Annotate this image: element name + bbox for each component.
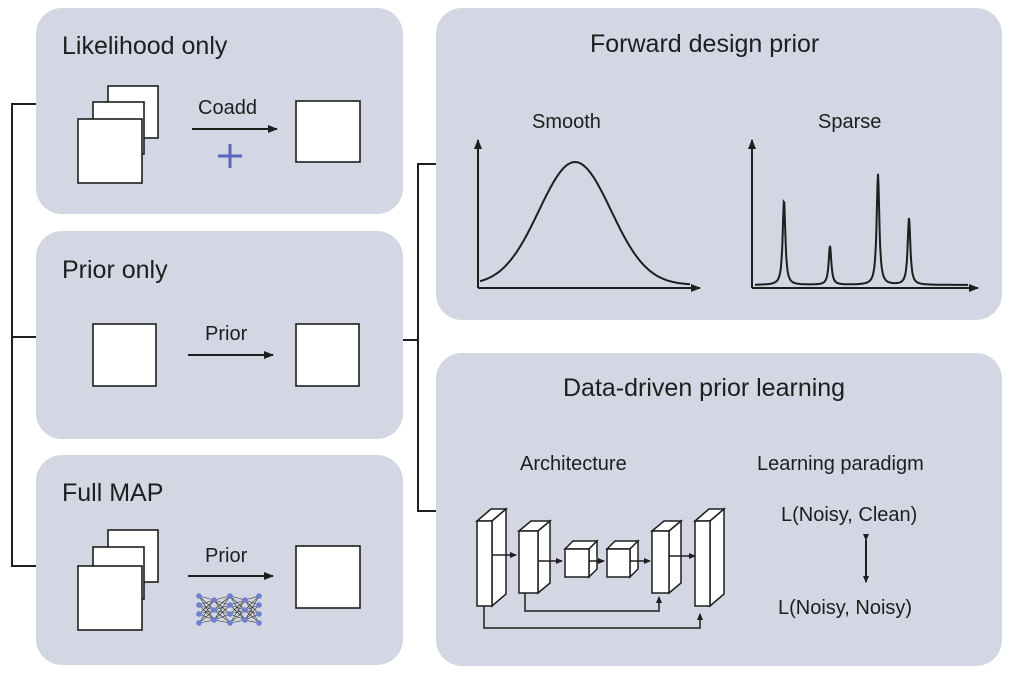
decoder-block-1 xyxy=(649,519,684,595)
network-edge xyxy=(229,595,246,621)
plus-icon xyxy=(218,144,242,168)
network-edge xyxy=(198,595,215,611)
smooth-label: Smooth xyxy=(532,111,601,133)
network-edge xyxy=(244,599,260,615)
sparse-label: Sparse xyxy=(818,111,882,133)
input-frame-prior-only xyxy=(92,323,157,387)
output-frame-likelihood xyxy=(295,100,361,163)
bottleneck-block-2 xyxy=(605,539,640,579)
network-edge xyxy=(213,595,231,621)
outer-skip-connection xyxy=(483,606,703,629)
full-map-arrow-label: Prior xyxy=(205,545,248,567)
stacked-frames-likelihood xyxy=(77,85,159,184)
bottleneck-block-1 xyxy=(563,539,599,579)
network-edge xyxy=(229,599,246,615)
network-node xyxy=(227,611,233,617)
network-edge xyxy=(198,595,215,621)
network-edge xyxy=(229,609,246,624)
encoder-block-1 xyxy=(474,507,509,608)
network-node xyxy=(242,617,248,623)
network-node xyxy=(256,593,262,599)
loss-noisy-clean: L(Noisy, Clean) xyxy=(781,504,918,526)
network-edge xyxy=(213,595,231,611)
network-node xyxy=(242,597,248,603)
network-node xyxy=(196,593,202,599)
panel-forward-design-prior xyxy=(436,8,1002,320)
network-edge xyxy=(213,609,231,624)
network-edge xyxy=(198,604,215,621)
coadd-label: Coadd xyxy=(198,97,257,119)
network-node xyxy=(196,620,202,626)
output-frame-full-map xyxy=(295,545,361,609)
network-edge xyxy=(198,599,215,624)
sparse-spikes xyxy=(755,173,968,286)
stacked-frames-full-map xyxy=(77,529,159,631)
network-edge xyxy=(213,599,231,615)
network-node xyxy=(256,602,262,608)
network-node xyxy=(196,611,202,617)
network-edge xyxy=(213,604,231,621)
network-node xyxy=(256,611,262,617)
network-edge xyxy=(229,599,246,624)
network-node xyxy=(211,617,217,623)
gaussian-curve xyxy=(479,160,691,286)
smooth-plot xyxy=(474,139,701,292)
middle-bracket xyxy=(403,163,436,512)
network-edge xyxy=(229,595,246,611)
encoder-block-2 xyxy=(516,519,553,595)
prior-only-arrow-label: Prior xyxy=(205,323,248,345)
network-edge xyxy=(244,599,260,624)
network-node xyxy=(227,602,233,608)
learning-paradigm-label: Learning paradigm xyxy=(757,453,924,475)
network-node xyxy=(227,593,233,599)
network-edge xyxy=(244,595,260,621)
network-node xyxy=(256,620,262,626)
left-bracket xyxy=(11,103,36,567)
network-node xyxy=(211,597,217,603)
likelihood-only-title: Likelihood only xyxy=(62,32,228,60)
network-node xyxy=(211,607,217,613)
full-map-title: Full MAP xyxy=(62,479,164,507)
network-edge xyxy=(229,604,246,621)
network-edge xyxy=(244,604,260,621)
network-node xyxy=(227,620,233,626)
network-node xyxy=(196,602,202,608)
network-edge xyxy=(213,599,231,624)
prior-only-title: Prior only xyxy=(62,256,168,284)
network-node xyxy=(242,607,248,613)
output-frame-prior-only xyxy=(295,323,360,387)
network-edge xyxy=(213,613,231,621)
network-edge xyxy=(244,595,260,611)
architecture-label: Architecture xyxy=(520,453,627,475)
neural-network-icon xyxy=(196,593,262,626)
network-edge xyxy=(198,609,215,624)
network-edge xyxy=(244,609,260,624)
loss-noisy-noisy: L(Noisy, Noisy) xyxy=(778,597,913,619)
data-driven-title: Data-driven prior learning xyxy=(563,374,846,402)
forward-design-title: Forward design prior xyxy=(590,30,820,58)
inner-skip-connection xyxy=(524,593,662,612)
network-edge xyxy=(198,599,215,615)
decoder-block-2 xyxy=(692,507,727,608)
architecture-diagram xyxy=(474,507,727,629)
sparse-plot xyxy=(748,139,979,292)
